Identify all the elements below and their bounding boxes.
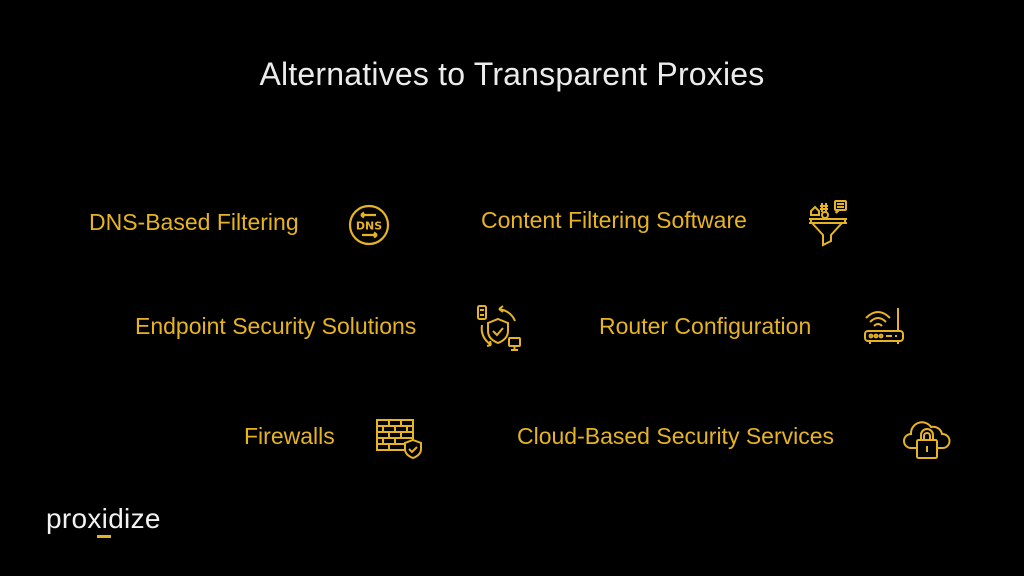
item-dns-based-filtering: DNS-Based Filtering (89, 209, 299, 235)
wifi-router-icon (862, 302, 908, 348)
svg-text:DNS: DNS (356, 220, 382, 233)
item-firewalls: Firewalls (244, 423, 335, 449)
item-endpoint-security-solutions: Endpoint Security Solutions (135, 313, 417, 339)
endpoint-shield-sync-icon (473, 303, 523, 355)
item-cloud-based-security-services: Cloud-Based Security Services (517, 423, 835, 449)
item-content-filtering-software: Content Filtering Software (481, 207, 747, 233)
logo-accent-underline (97, 535, 111, 538)
dns-icon: DNS (347, 203, 391, 247)
page-title: Alternatives to Transparent Proxies (259, 56, 765, 92)
funnel-filter-icon (806, 199, 850, 249)
brick-wall-shield-icon (375, 418, 425, 460)
item-router-configuration: Router Configuration (599, 313, 812, 339)
proxidize-logo: proxidize (46, 503, 161, 534)
cloud-lock-icon (901, 416, 953, 464)
